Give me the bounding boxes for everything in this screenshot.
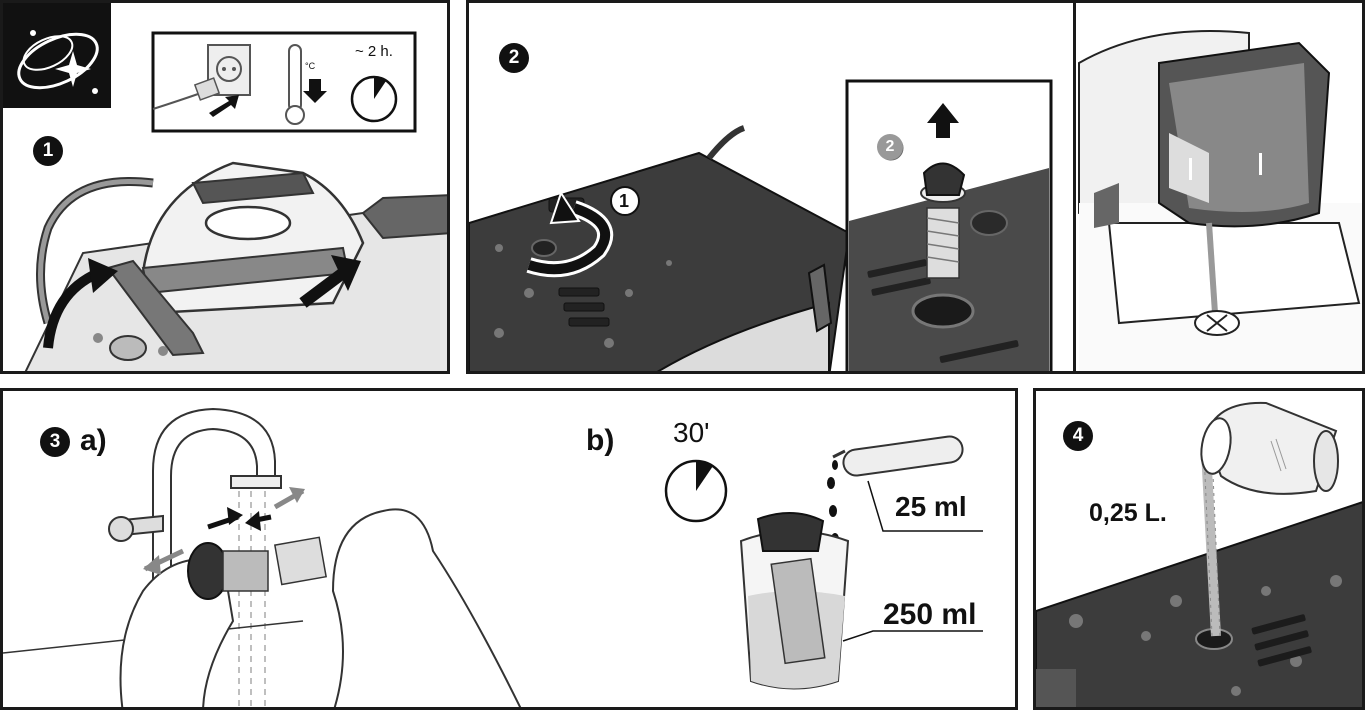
- step-3-badge: 3: [40, 427, 70, 457]
- panel-divider: [1073, 0, 1076, 374]
- step-1-panel: °C 1 ~ 2 h.: [0, 0, 450, 374]
- step-4-panel: 4 0,25 L.: [1033, 388, 1365, 710]
- step-3-illustration: [3, 407, 983, 707]
- water-amount-label: 250 ml: [883, 598, 977, 631]
- step-1-badge: 1: [33, 136, 63, 166]
- rinse-volume-label: 0,25 L.: [1089, 499, 1167, 527]
- sub-step-1-label: 1: [619, 191, 630, 211]
- soak-timer-clock-icon: [664, 459, 728, 523]
- soak-time-label: 30': [673, 417, 710, 448]
- step-1-illustration: °C: [3, 3, 447, 371]
- step-4-badge: 4: [1063, 421, 1093, 451]
- part-a-label: a): [80, 424, 107, 457]
- step-2-badge: 2: [499, 43, 529, 73]
- descaler-amount-label: 25 ml: [895, 491, 967, 522]
- step-2-illustration: [469, 15, 1362, 371]
- temperature-unit-label: °C: [305, 61, 316, 71]
- step-3-panel: 3 a) b) 30' 25 ml 250 ml: [0, 388, 1018, 710]
- clean-sparkle-icon: [3, 3, 111, 108]
- clock-icon: [350, 75, 398, 123]
- duration-label: ~ 2 h.: [355, 43, 393, 60]
- thermometer-cool-icon: [285, 44, 327, 125]
- unplug-icon: [152, 44, 251, 117]
- sub-step-2-badge: 2: [877, 134, 903, 160]
- step-2-panel: 2 1 2: [466, 0, 1365, 374]
- step-4-illustration: [1036, 401, 1362, 707]
- part-b-label: b): [586, 424, 615, 457]
